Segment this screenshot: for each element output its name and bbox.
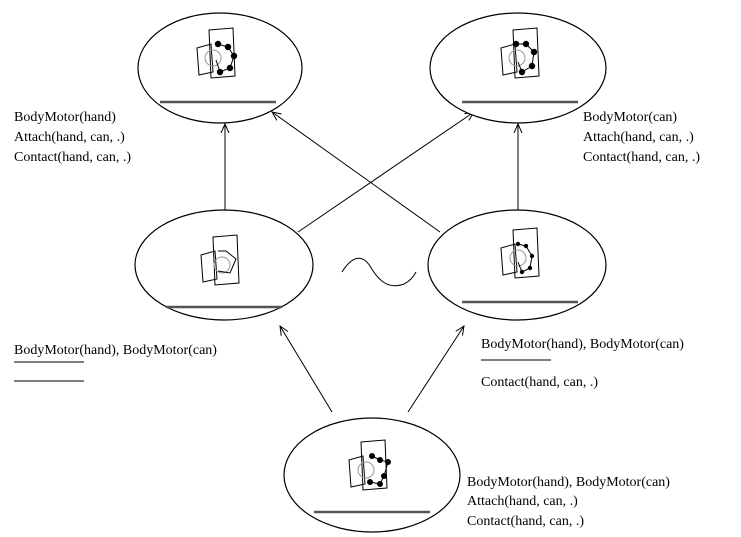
hand-can-figure-icon: [500, 27, 540, 79]
node-top-right-label-3: Contact(hand, can, .): [583, 150, 700, 165]
node-bottom: [283, 417, 461, 533]
node-top-right-label-2: Attach(hand, can, .): [583, 130, 694, 145]
node-top-left-ellipse: [137, 12, 303, 124]
edge-midleft-to-topright: [297, 112, 474, 233]
node-middle-right-label-1: BodyMotor(hand), BodyMotor(can): [481, 337, 684, 352]
node-top-left-label-1: BodyMotor(hand): [14, 110, 116, 125]
node-middle-left-label-1: BodyMotor(hand), BodyMotor(can): [14, 343, 217, 358]
node-top-left-label-3: Contact(hand, can, .): [14, 150, 131, 165]
node-top-left: [137, 12, 303, 124]
hand-can-figure-icon: [200, 234, 240, 286]
edge-bottom-to-midright: [407, 326, 464, 413]
hand-can-figure-icon: [500, 227, 540, 279]
equivalence-symbol: [341, 257, 417, 287]
node-middle-right-label-2: Contact(hand, can, .): [481, 375, 598, 390]
node-middle-left-ellipse: [134, 209, 314, 321]
node-bottom-label-3: Contact(hand, can, .): [467, 514, 584, 529]
node-middle-right: [427, 209, 607, 321]
node-top-left-label-2: Attach(hand, can, .): [14, 130, 125, 145]
hand-can-figure-icon: [196, 27, 238, 79]
node-top-right-label-1: BodyMotor(can): [583, 110, 677, 125]
node-top-right-ellipse: [429, 12, 607, 124]
node-bottom-label-1: BodyMotor(hand), BodyMotor(can): [467, 475, 670, 490]
node-bottom-label-2: Attach(hand, can, .): [467, 494, 578, 509]
edge-bottom-to-midleft: [280, 326, 333, 413]
node-top-right: [429, 12, 607, 124]
hand-can-figure-icon: [348, 439, 391, 491]
edge-midright-to-topleft: [272, 112, 441, 233]
node-middle-left: [134, 209, 314, 321]
